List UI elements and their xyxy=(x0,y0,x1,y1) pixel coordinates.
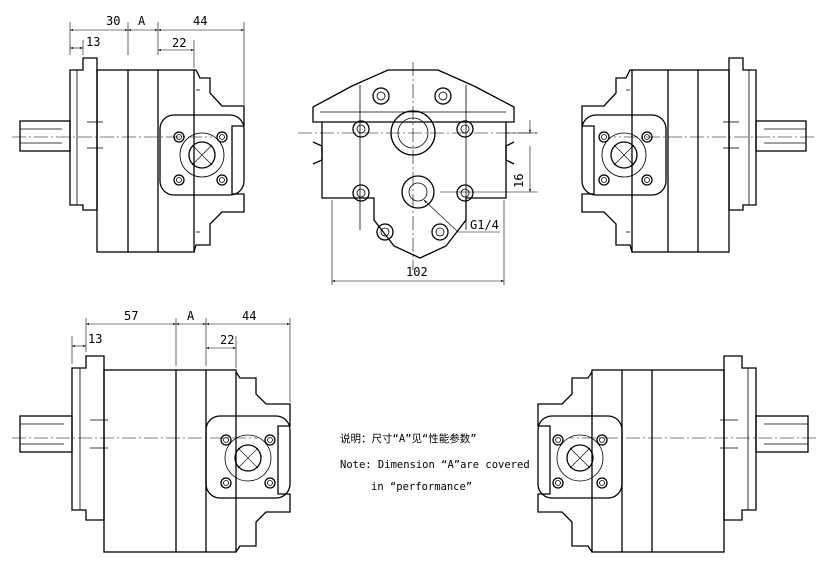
shaft xyxy=(19,415,73,453)
port-flange xyxy=(159,114,245,196)
dim-44: 44 xyxy=(242,309,256,323)
lower-body xyxy=(321,122,507,259)
left-ear xyxy=(312,141,323,165)
mounting-flange xyxy=(69,57,98,211)
dim-A: A xyxy=(187,309,195,323)
right-ear xyxy=(505,141,515,165)
lower-port xyxy=(401,175,435,209)
pump-body xyxy=(103,369,237,553)
port-circle xyxy=(234,444,262,472)
upper-lobe xyxy=(312,69,515,123)
port-flange xyxy=(205,415,291,499)
dim-57: 57 xyxy=(124,309,138,323)
side-view-top-left: 30 A 44 13 22 xyxy=(12,14,245,253)
side-view-top-right xyxy=(581,57,814,253)
dim-13: 13 xyxy=(88,332,102,346)
note-english-line2: in “performance” xyxy=(371,481,472,493)
front-bolts xyxy=(352,87,474,241)
note-block: 说明：尺寸“A”见“性能参数” Note: Dimension “A”are c… xyxy=(340,432,530,493)
dim-102: 102 xyxy=(406,265,428,279)
dim-22: 22 xyxy=(220,333,234,347)
shaft xyxy=(19,120,71,152)
port-circle xyxy=(188,141,216,169)
note-chinese: 说明：尺寸“A”见“性能参数” xyxy=(340,432,477,445)
side-cover xyxy=(235,371,291,553)
side-cover xyxy=(193,69,245,253)
note-english-line1: Note: Dimension “A”are covered xyxy=(340,459,530,471)
side-view-bottom-left: 57 A 44 13 22 xyxy=(12,309,291,553)
dim-g14: G1/4 xyxy=(470,218,499,232)
dim-A: A xyxy=(138,14,146,28)
dim-44: 44 xyxy=(193,14,207,28)
front-view: 16 G1/4 102 xyxy=(298,62,540,285)
dim-30: 30 xyxy=(106,14,120,28)
dim-13: 13 xyxy=(86,35,100,49)
dim-16: 16 xyxy=(512,174,526,188)
side-view-bottom-right xyxy=(537,355,816,553)
pump-body xyxy=(96,69,195,253)
dim-22: 22 xyxy=(172,36,186,50)
